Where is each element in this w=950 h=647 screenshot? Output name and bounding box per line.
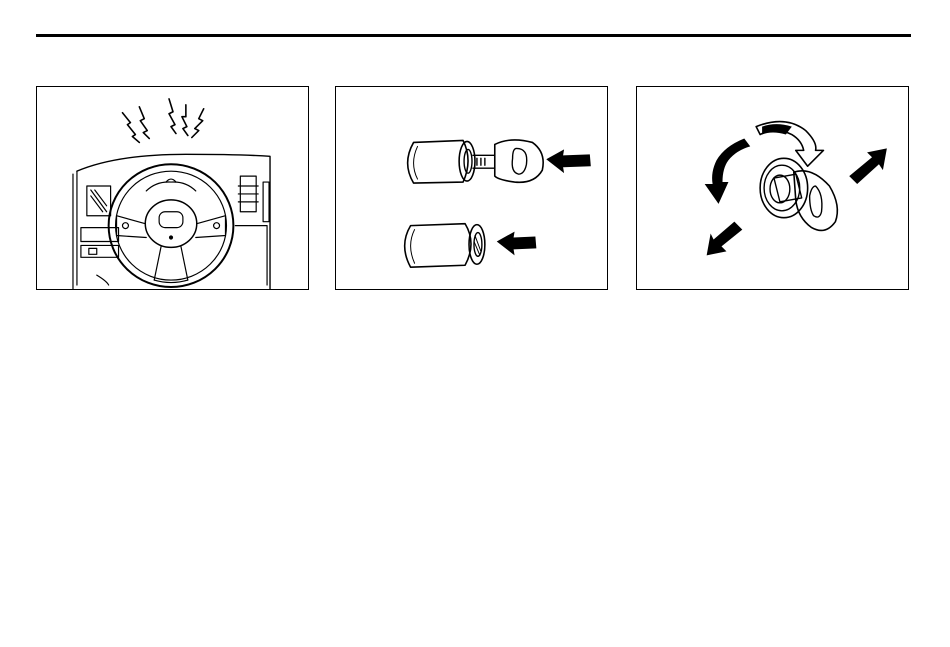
dashboard-icon <box>73 154 270 289</box>
figure-key-turn <box>636 86 909 290</box>
arrow-left-icon <box>546 149 591 173</box>
lock-cylinder-icon <box>405 224 485 268</box>
figure-key-insert <box>335 86 608 290</box>
ignition-key-icon <box>760 158 837 230</box>
header-rule <box>36 34 911 37</box>
figure-horn-steering-wheel <box>36 86 309 290</box>
horn-sound-icon <box>122 99 203 143</box>
key-icon <box>473 140 543 182</box>
arrow-left-icon <box>497 232 537 256</box>
steering-wheel-icon <box>109 164 234 287</box>
lock-cylinder-icon <box>408 140 475 183</box>
